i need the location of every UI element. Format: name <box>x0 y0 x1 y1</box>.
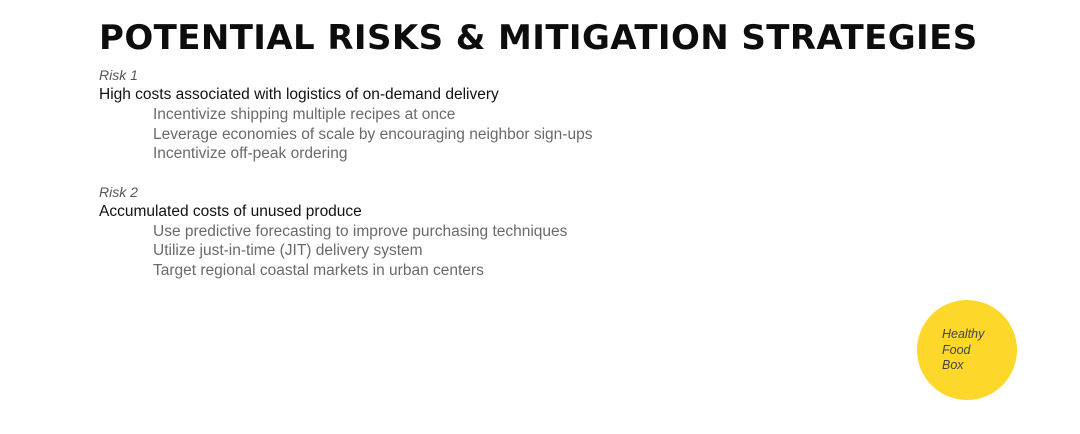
brand-logo-line: Healthy <box>942 327 985 341</box>
mitigation-list: Use predictive forecasting to improve pu… <box>99 222 999 281</box>
risk-2: Risk 2 Accumulated costs of unused produ… <box>99 183 999 281</box>
risk-label: Risk 2 <box>99 183 138 200</box>
mitigation-item: Incentivize off-peak ordering <box>153 145 348 162</box>
page-title: POTENTIAL RISKS & MITIGATION STRATEGIES <box>99 18 978 58</box>
mitigation-item: Incentivize shipping multiple recipes at… <box>153 106 456 123</box>
mitigation-item: Leverage economies of scale by encouragi… <box>153 125 593 143</box>
risk-list: Risk 1 High costs associated with logist… <box>99 66 999 299</box>
brand-logo-line: Box <box>942 358 964 372</box>
mitigation-item: Use predictive forecasting to improve pu… <box>153 222 568 240</box>
risk-1: Risk 1 High costs associated with logist… <box>99 66 999 164</box>
brand-logo: Healthy Food Box <box>917 300 1017 400</box>
mitigation-item: Utilize just-in-time (JIT) delivery syst… <box>153 242 423 259</box>
mitigation-list: Incentivize shipping multiple recipes at… <box>99 105 999 164</box>
risk-heading: Accumulated costs of unused produce <box>99 202 362 220</box>
mitigation-item: Target regional coastal markets in urban… <box>153 261 484 279</box>
brand-logo-text: Healthy Food Box <box>942 327 984 374</box>
brand-logo-line: Food <box>942 342 971 357</box>
risk-label: Risk 1 <box>99 67 138 83</box>
risk-heading: High costs associated with logistics of … <box>99 86 499 103</box>
